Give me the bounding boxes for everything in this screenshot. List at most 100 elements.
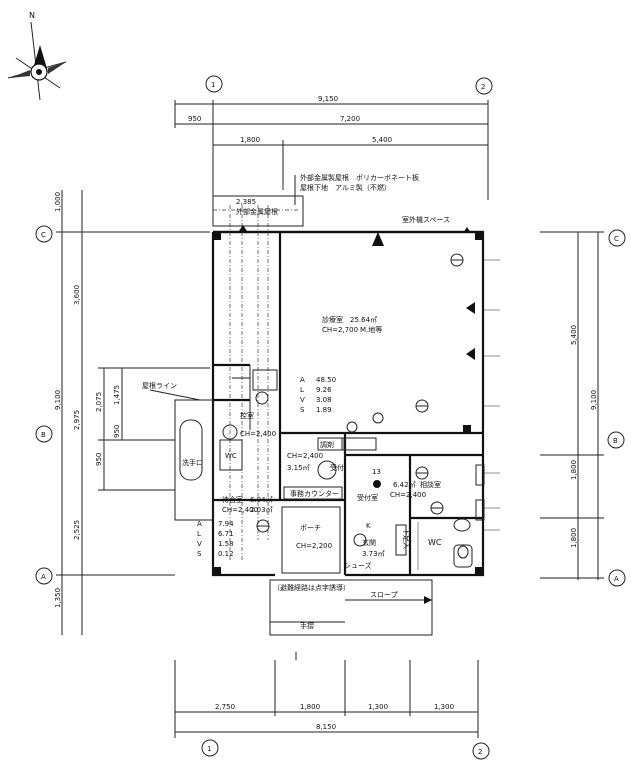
right-mid-dim: 1,800 <box>570 460 578 480</box>
grid-rowC-left: C <box>41 231 46 239</box>
clinic-stat-V: 3.08 <box>316 396 332 404</box>
right-lower-dim: 1,800 <box>570 528 578 548</box>
grid-col2-bottom: 2 <box>478 748 482 756</box>
counter-label: 事務カウンター <box>290 489 339 498</box>
building-walls <box>211 205 485 577</box>
wc-label: WC <box>428 538 442 547</box>
reception-area: 3.15㎡ <box>287 464 310 472</box>
exterior-arrows <box>484 259 500 531</box>
staff-room-ceiling: CH=2,400 <box>240 430 276 438</box>
waiting-stat-S: 0.12 <box>218 550 234 558</box>
grid-col1-bottom: 1 <box>207 745 211 753</box>
clinic-stat-L-key: L <box>300 386 304 394</box>
light-fixtures <box>239 225 475 547</box>
consult-name: 相談室 <box>420 480 441 489</box>
waiting-area: 6.84㎡ <box>250 496 273 504</box>
waiting-stat-S-key: S <box>197 550 202 558</box>
porch-ceiling: CH=2,200 <box>296 542 332 550</box>
wash-room-label: 洗手口 <box>182 458 203 467</box>
grid-rowB-right: B <box>613 437 618 445</box>
grid-rowA-right: A <box>614 575 619 583</box>
clinic-stat-L: 9.26 <box>316 386 332 394</box>
top-overall-dim: 9,150 <box>318 95 338 103</box>
dispensing-label: 調剤 <box>320 440 334 449</box>
porch-entrance: ポーチ CH=2,200 K 玄関 3.73㎡ シューズ 下足入 <box>281 506 410 574</box>
lobby-label: 受付室 <box>357 493 378 502</box>
waiting-name: 待合室 <box>222 495 243 504</box>
north-label: N <box>29 11 35 20</box>
roof-notes: 外部金属製屋根 ポリカーボネート板 屋根下地 アルミ製（不燃） 2,385 外部… <box>212 173 450 227</box>
porch-label: ポーチ <box>300 524 321 532</box>
waiting-stat-V-key: V <box>197 540 202 548</box>
bottom-dimensions: 2,750 1,800 1,300 1,300 8,150 <box>174 660 479 738</box>
left-top-dim: 1,000 <box>54 192 62 212</box>
bottom-seg1-dim: 2,750 <box>215 703 235 711</box>
consult-area: 6.42㎡ <box>393 481 416 489</box>
left-mid2-dim: 1,475 <box>113 385 121 405</box>
waiting-ceiling: CH=2,400 <box>222 506 258 514</box>
left-upper-dim: 3,600 <box>73 285 81 305</box>
right-upper-dim: 5,400 <box>570 325 578 345</box>
waiting-stat-A: 7.94 <box>218 520 234 528</box>
top-left-offset-dim: 950 <box>188 115 201 123</box>
entrance-label: 玄関 <box>362 538 376 547</box>
grid-rowB-left: B <box>41 431 46 439</box>
waiting-stat-V: 1.58 <box>218 540 234 548</box>
outdoor-unit-label: 室外機スペース <box>402 215 450 224</box>
exterior-approach: スロープ （避難経路は点字誘導） 手摺 <box>269 579 433 660</box>
consult-ceiling: CH=2,400 <box>390 491 426 499</box>
top-dimensions: 9,150 950 7,200 1,800 5,400 <box>174 95 489 200</box>
grid-rowC-right: C <box>614 235 619 243</box>
staff-room-label: 控室 <box>240 411 254 420</box>
handrail-label: 手摺 <box>300 621 314 630</box>
waiting-extra: 2.03㎡ <box>250 506 273 514</box>
left-mid3-dim: 2,975 <box>73 410 81 430</box>
grid-bubbles: 1 2 1 2 C B A C B A <box>35 75 626 760</box>
left-wing: 屋根ライン 洗手口 WC <box>142 381 243 521</box>
grid-col2-top: 2 <box>481 83 485 91</box>
left-mid1-dim: 2,075 <box>95 392 103 412</box>
drug-label: K <box>366 522 371 530</box>
exterior-note-2: 屋根下地 アルミ製（不燃） <box>300 183 391 192</box>
left-dimensions: 1,000 3,600 9,100 2,075 1,475 2,975 950 … <box>54 190 210 635</box>
waiting-stat-L: 6.71 <box>218 530 234 538</box>
slope-label: スロープ <box>370 591 398 599</box>
wc-room: WC <box>417 518 473 570</box>
top-seg2-dim: 5,400 <box>372 136 392 144</box>
clinic-area: 25.64㎡ <box>350 316 377 324</box>
shoe-label: シューズ <box>344 561 372 570</box>
clinic-stat-A: 48.50 <box>316 376 336 384</box>
entrance-area: 3.73㎡ <box>362 550 385 558</box>
waiting-room: 待合室 6.84㎡ CH=2,400 2.03㎡ A 7.94 L 6.71 V… <box>197 495 273 558</box>
reception-ceiling: CH=2,400 <box>287 452 323 460</box>
bottom-overall-dim: 8,150 <box>316 723 336 731</box>
right-dimensions: 5,400 9,100 1,800 1,800 <box>540 231 604 580</box>
bottom-seg3-dim: 1,300 <box>368 703 388 711</box>
central-rooms: 控室 CH=2,400 CH=2,400 3.15㎡ 受付 調剤 事務カウンター… <box>240 411 485 521</box>
clinic-ceiling: CH=2,700 <box>322 326 358 334</box>
eave-line-label: 屋根ライン <box>142 381 177 390</box>
bottom-seg4-dim: 1,300 <box>434 703 454 711</box>
roof-sub-dim: 2,385 <box>236 198 256 206</box>
reception-label: 受付 <box>330 463 344 472</box>
right-overall-dim: 9,100 <box>590 390 598 410</box>
waiting-stat-A-key: A <box>197 520 202 528</box>
eave-note: 外部金属屋根 <box>236 207 278 216</box>
grid-col1-top: 1 <box>211 81 215 89</box>
clinic-stat-V-key: V <box>300 396 305 404</box>
top-seg1-dim: 1,800 <box>240 136 260 144</box>
bottom-seg2-dim: 1,800 <box>300 703 320 711</box>
left-mid5-dim: 950 <box>95 453 103 466</box>
shoe-rack-label: 下足入 <box>402 528 410 549</box>
waiting-stat-L-key: L <box>197 530 201 538</box>
consult-code: 13 <box>372 468 381 476</box>
clinic-stat-S-key: S <box>300 406 305 414</box>
guide-note: （避難経路は点字誘導） <box>273 583 350 592</box>
left-lower-dim: 2,525 <box>73 520 81 540</box>
top-span-dim: 7,200 <box>340 115 360 123</box>
grid-rowA-left: A <box>41 573 46 581</box>
north-arrow-icon: N <box>7 11 67 101</box>
clinic-name: 診療室 <box>322 315 343 324</box>
left-bottom-dim: 1,350 <box>54 588 62 608</box>
clinic-stat-A-key: A <box>300 376 305 384</box>
